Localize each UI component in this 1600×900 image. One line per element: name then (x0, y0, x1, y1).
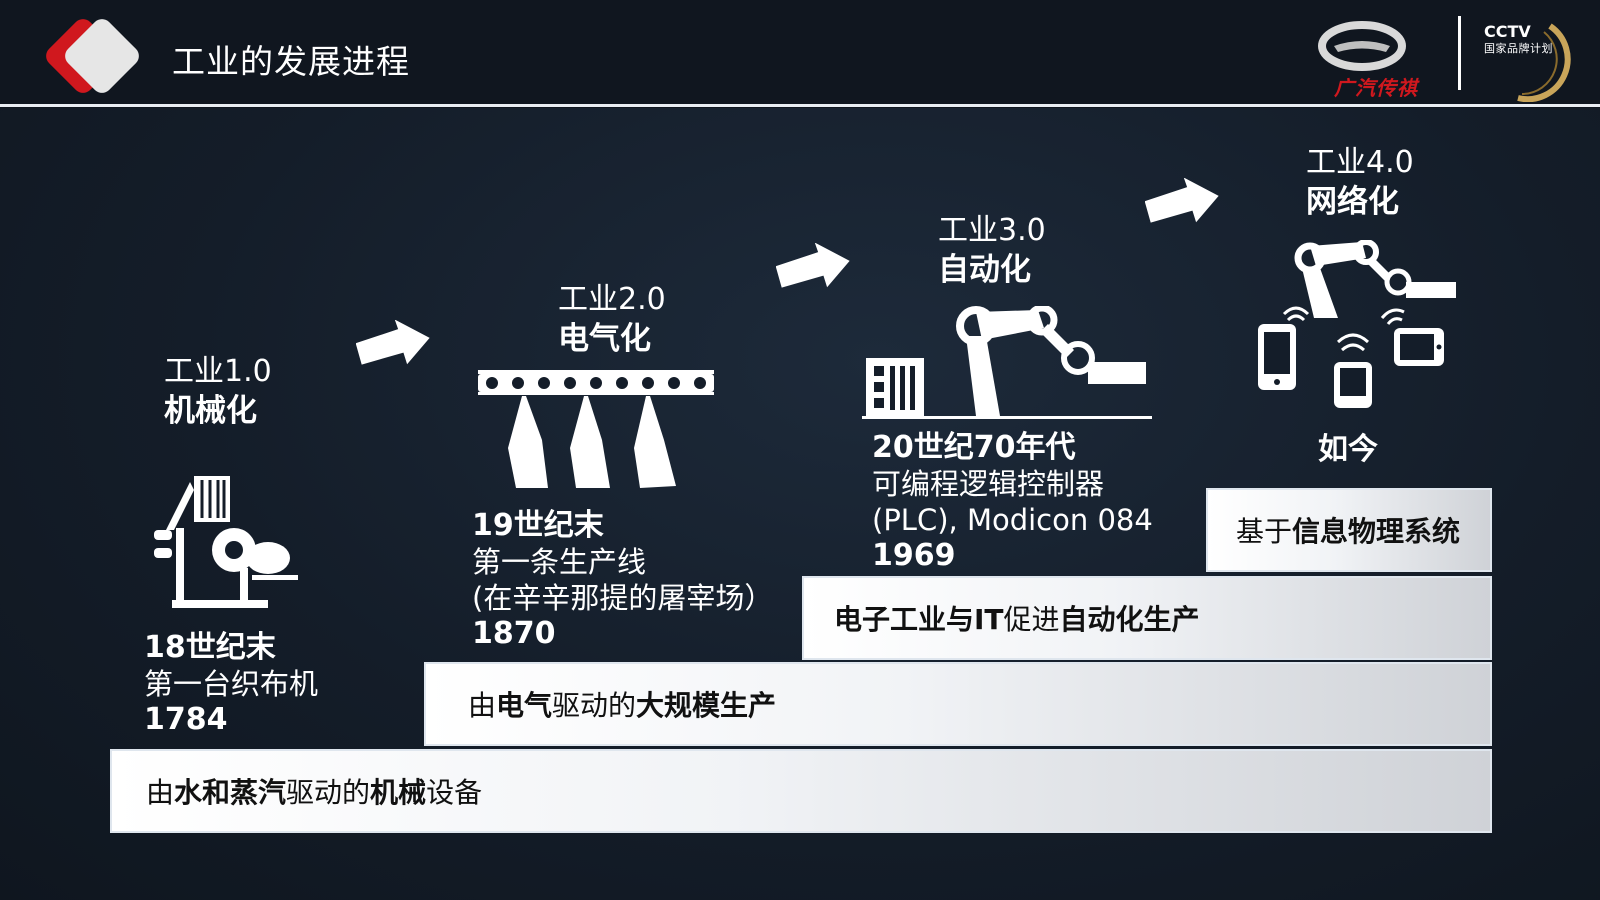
arrow-right-icon (1145, 178, 1219, 223)
stage-title: 工业2.0 (558, 282, 666, 317)
stage-4-description: 如今 (1318, 432, 1378, 468)
header-bar (0, 0, 1600, 108)
stage-event-detail: (在辛辛那提的屠宰场） (472, 581, 774, 615)
stage-event: 第一条生产线 (472, 545, 647, 579)
stage-era: 如今 (1318, 432, 1378, 467)
stage-era: 18世纪末 (144, 630, 276, 665)
logo-divider (1458, 16, 1461, 90)
bar-text: 设备 (426, 776, 483, 809)
bar-text-bold: 机械 (370, 776, 427, 809)
loom-icon (154, 476, 298, 608)
stage-title: 工业4.0 (1306, 145, 1414, 180)
robot-arm-icon (862, 306, 1152, 419)
bar-text-bold: 水和蒸汽 (174, 776, 287, 809)
bar-text-bold: 信息物理系统 (1292, 515, 1461, 548)
stage-year: 1969 (872, 538, 956, 573)
gac-logo-icon (1318, 21, 1406, 71)
stage-name: 电气化 (558, 321, 651, 357)
bar-text-bold: 电子工业与IT (834, 603, 1004, 636)
stage-2-description: 19世纪末 第一条生产线 (在辛辛那提的屠宰场） 1870 (472, 508, 773, 652)
bar-text: 驱动的 (552, 689, 637, 722)
bar-text: 由 (146, 776, 175, 809)
arrow-right-icon (776, 243, 850, 288)
stage-name: 网络化 (1306, 184, 1399, 220)
diamond-logo-icon (46, 19, 139, 93)
stage-event: 可编程逻辑控制器 (872, 467, 1105, 501)
connected-devices-icon (1258, 240, 1456, 408)
stage-year: 1870 (472, 616, 556, 651)
stage-title: 工业3.0 (938, 213, 1046, 248)
stage-era: 20世纪70年代 (872, 430, 1076, 465)
stage-industry-3: 工业3.0 自动化 (938, 212, 1046, 290)
stage-name: 机械化 (164, 393, 257, 429)
bar-text: 驱动的 (286, 776, 371, 809)
header-divider-line (0, 104, 1600, 107)
page-title: 工业的发展进程 (172, 42, 410, 81)
gac-brand-text: 广汽传祺 (1334, 76, 1418, 100)
bar-text-bold: 大规模生产 (636, 689, 777, 722)
stage-industry-4: 工业4.0 网络化 (1306, 144, 1414, 222)
stage-1-description: 18世纪末 第一台织布机 1784 (144, 630, 318, 738)
bar-text-bold: 电气 (496, 689, 553, 722)
assembly-line-icon (478, 370, 714, 488)
stage-year: 1784 (144, 702, 228, 737)
cctv-ring-icon (1517, 23, 1571, 102)
cctv-subtitle: 国家品牌计划 (1484, 42, 1553, 55)
cctv-brand-text: CCTV (1484, 22, 1531, 41)
stage-industry-1: 工业1.0 机械化 (164, 353, 272, 431)
stage-event: 第一台织布机 (144, 667, 319, 701)
arrow-right-icon (356, 320, 430, 365)
stage-title: 工业1.0 (164, 354, 272, 389)
bar-text: 由 (468, 689, 497, 722)
bar-text: 基于 (1236, 515, 1293, 548)
step-bar-industry-1: 由水和蒸汽驱动的机械设备 (110, 749, 1492, 833)
stage-event-detail: (PLC), Modicon 084 (872, 503, 1153, 537)
bar-text: 促进 (1003, 603, 1060, 636)
stage-3-description: 20世纪70年代 可编程逻辑控制器 (PLC), Modicon 084 196… (872, 430, 1153, 574)
stage-era: 19世纪末 (472, 508, 604, 543)
stage-industry-2: 工业2.0 电气化 (558, 281, 666, 359)
step-bar-industry-2: 由电气驱动的大规模生产 (424, 662, 1492, 746)
step-bar-industry-4: 基于信息物理系统 (1206, 488, 1492, 572)
stage-name: 自动化 (938, 252, 1031, 288)
bar-text-bold: 自动化生产 (1059, 603, 1200, 636)
